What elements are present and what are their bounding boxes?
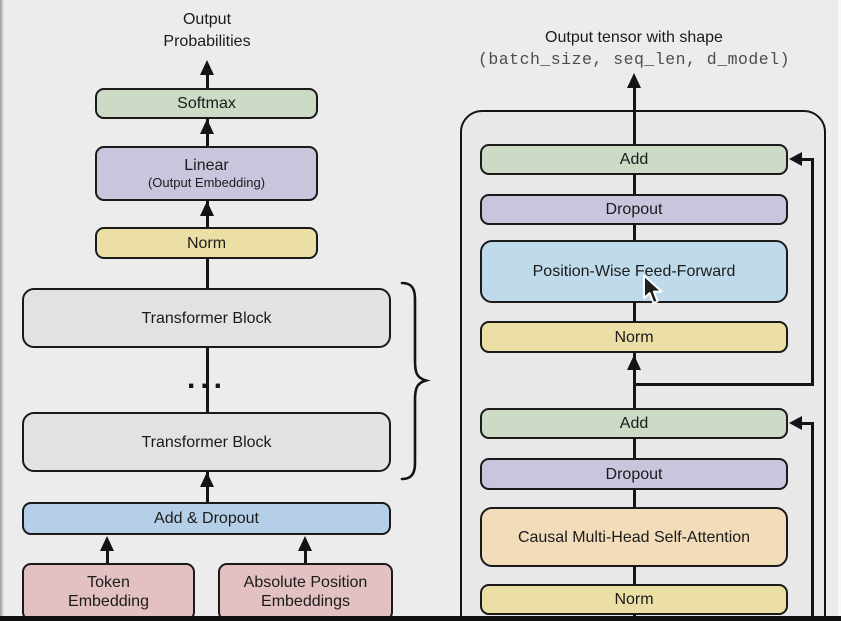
arrowhead-to-norm-top xyxy=(627,355,641,370)
attention-box: Causal Multi-Head Self-Attention xyxy=(480,507,788,567)
norm-bottom-label: Norm xyxy=(614,591,654,608)
add-top-box: Add xyxy=(480,144,788,175)
linear-sublabel: (Output Embedding) xyxy=(147,175,266,190)
absolute-position-label2: Embeddings xyxy=(261,593,350,610)
left-title-line1: Output xyxy=(182,11,232,28)
norm-top-box: Norm xyxy=(480,321,788,353)
add-dropout-label: Add & Dropout xyxy=(154,510,259,527)
arrowhead-residual-attention xyxy=(789,416,802,430)
dropout-top-box: Dropout xyxy=(480,194,788,225)
linear-box: Linear (Output Embedding) xyxy=(95,146,318,201)
norm-label-left: Norm xyxy=(186,234,227,252)
add-top-label: Add xyxy=(619,151,649,168)
transformer-block-bottom-label: Transformer Block xyxy=(141,433,272,451)
arrowhead-to-output-probabilities xyxy=(200,60,214,75)
feed-forward-box: Position-Wise Feed-Forward xyxy=(480,240,788,303)
arrowhead-to-output-tensor xyxy=(627,73,641,88)
norm-box-left: Norm xyxy=(95,227,318,259)
left-title-line2: Probabilities xyxy=(163,33,251,50)
right-title-line1: Output tensor with shape xyxy=(545,29,723,46)
add-bottom-box: Add xyxy=(480,408,788,439)
linear-label: Linear xyxy=(184,157,229,174)
stack-ellipsis: ... xyxy=(186,362,227,395)
left-diagram-title: Output Probabilities xyxy=(107,9,307,53)
brace-transformer-blocks xyxy=(400,281,431,481)
token-embedding-label2: Embedding xyxy=(68,593,149,610)
arrowhead-from-absolute-position xyxy=(298,536,312,551)
norm-bottom-box: Norm xyxy=(480,584,788,615)
softmax-label: Softmax xyxy=(177,95,236,112)
mouse-cursor-icon xyxy=(643,274,663,304)
softmax-box: Softmax xyxy=(95,88,318,119)
absolute-position-box: Absolute Position Embeddings xyxy=(218,563,393,621)
arrowhead-to-linear xyxy=(200,201,214,216)
transformer-block-top-box: Transformer Block xyxy=(22,288,391,348)
right-title-shape: (batch_size, seq_len, d_model) xyxy=(477,50,791,69)
add-bottom-label: Add xyxy=(619,415,649,432)
screen-edge-left xyxy=(0,0,4,621)
screen-edge-right xyxy=(838,0,841,621)
residual-attention-hline xyxy=(800,421,814,425)
right-flow-line xyxy=(632,86,636,621)
token-embedding-box: Token Embedding xyxy=(22,563,195,621)
screen-edge-bottom xyxy=(0,616,841,621)
dropout-top-label: Dropout xyxy=(605,201,663,218)
transformer-block-top-label: Transformer Block xyxy=(141,309,272,327)
absolute-position-label1: Absolute Position xyxy=(243,574,368,591)
token-embedding-label1: Token xyxy=(87,574,130,591)
feed-forward-label: Position-Wise Feed-Forward xyxy=(532,263,736,280)
arrowhead-from-token-embedding xyxy=(100,536,114,551)
arrowhead-residual-ffn xyxy=(789,152,802,166)
arrowhead-to-softmax xyxy=(200,119,214,134)
residual-ffn-vline xyxy=(811,157,814,386)
residual-attention-vline xyxy=(811,421,814,621)
token-embedding-line xyxy=(105,548,109,564)
absolute-position-line xyxy=(303,548,307,564)
residual-ffn-hline-top xyxy=(800,157,814,161)
add-dropout-box: Add & Dropout xyxy=(22,502,391,535)
norm-top-label: Norm xyxy=(614,328,654,346)
transformer-block-bottom-box: Transformer Block xyxy=(22,412,391,472)
dropout-bottom-box: Dropout xyxy=(480,458,788,490)
residual-ffn-hline-bottom xyxy=(634,383,814,386)
dropout-bottom-label: Dropout xyxy=(605,465,663,483)
right-diagram-title: Output tensor with shape (batch_size, se… xyxy=(434,27,834,71)
arrowhead-to-transformer-block xyxy=(200,472,214,487)
attention-label: Causal Multi-Head Self-Attention xyxy=(517,528,751,546)
